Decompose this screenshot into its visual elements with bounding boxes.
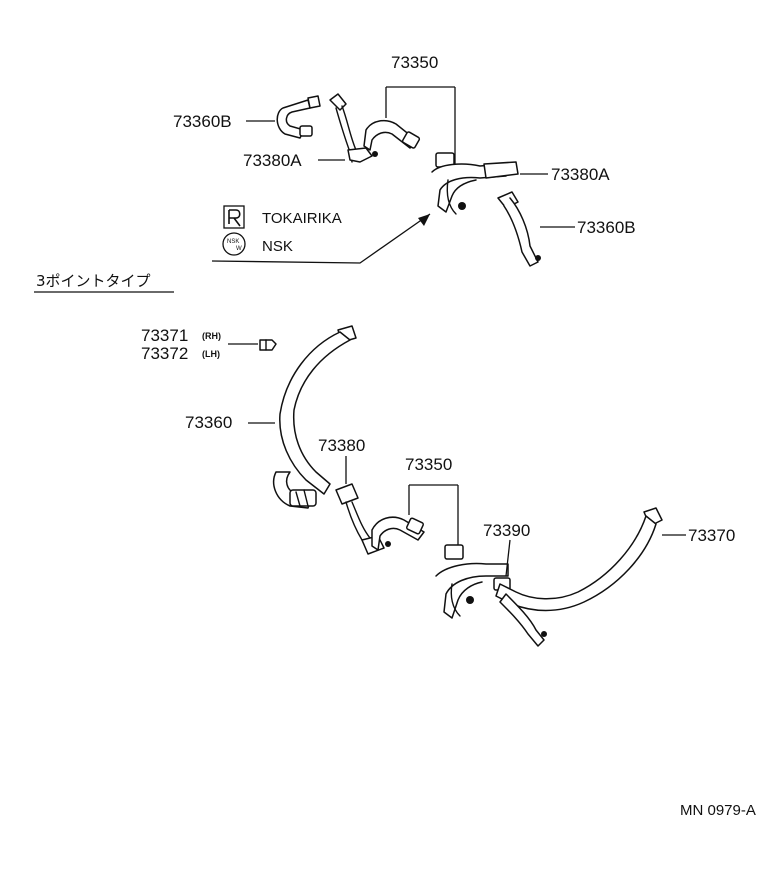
nsk-logo-text-bottom: W (236, 246, 242, 252)
label-73390: 73390 (483, 521, 530, 540)
brand-tokairika: TOKAIRIKA (262, 210, 342, 227)
label-73380A-right: 73380A (551, 165, 610, 184)
nsk-logo-icon: NSK W (222, 232, 246, 256)
label-73360B-left: 73360B (173, 112, 232, 131)
bottom-parts-group: 73371 (RH) 73372 (LH) 73360 73380 733 (141, 325, 735, 647)
label-73360: 73360 (185, 413, 232, 432)
brand-legend: TOKAIRIKA NSK W NSK (222, 205, 342, 256)
belt-73350-top-small-drawing (363, 119, 421, 151)
belt-73370-drawing (495, 507, 663, 647)
label-73380: 73380 (318, 436, 365, 455)
tokairika-logo-icon (223, 205, 245, 229)
brand-nsk: NSK (262, 238, 293, 255)
section-title: 3ポイントタイプ (36, 272, 151, 290)
label-73360B-right: 73360B (577, 218, 636, 237)
belt-73360B-right-drawing (497, 191, 541, 267)
arrow-head-icon (418, 214, 430, 226)
leader-73390 (505, 539, 511, 577)
label-73372: 73372 (141, 344, 188, 363)
belt-73350-bottom-small-drawing (371, 516, 425, 551)
nsk-logo-text-top: NSK (227, 239, 239, 245)
top-parts-group: 73350 73360B 73380A 73380A 73360B (173, 53, 636, 267)
buckle-73380A-left-drawing (329, 93, 378, 163)
belt-73360B-left-drawing (276, 95, 321, 139)
label-73370: 73370 (688, 526, 735, 545)
belt-73350-top-large-drawing (431, 152, 519, 215)
label-73350-bottom: 73350 (405, 455, 452, 474)
label-73371-side: (RH) (202, 331, 221, 341)
label-73380A-left: 73380A (243, 151, 302, 170)
bolt-73371-drawing (259, 339, 277, 351)
label-73371: 73371 (141, 326, 188, 345)
leader-73350-bottom (408, 484, 459, 548)
label-73350-top: 73350 (391, 53, 438, 72)
belt-73350-bottom-large-drawing (435, 544, 509, 619)
label-73372-side: (LH) (202, 349, 220, 359)
belt-73360-drawing (272, 325, 357, 509)
figure-code: MN 0979-A (680, 802, 756, 819)
leader-brand-arrow (211, 213, 431, 264)
leader-73350-top (385, 86, 456, 165)
